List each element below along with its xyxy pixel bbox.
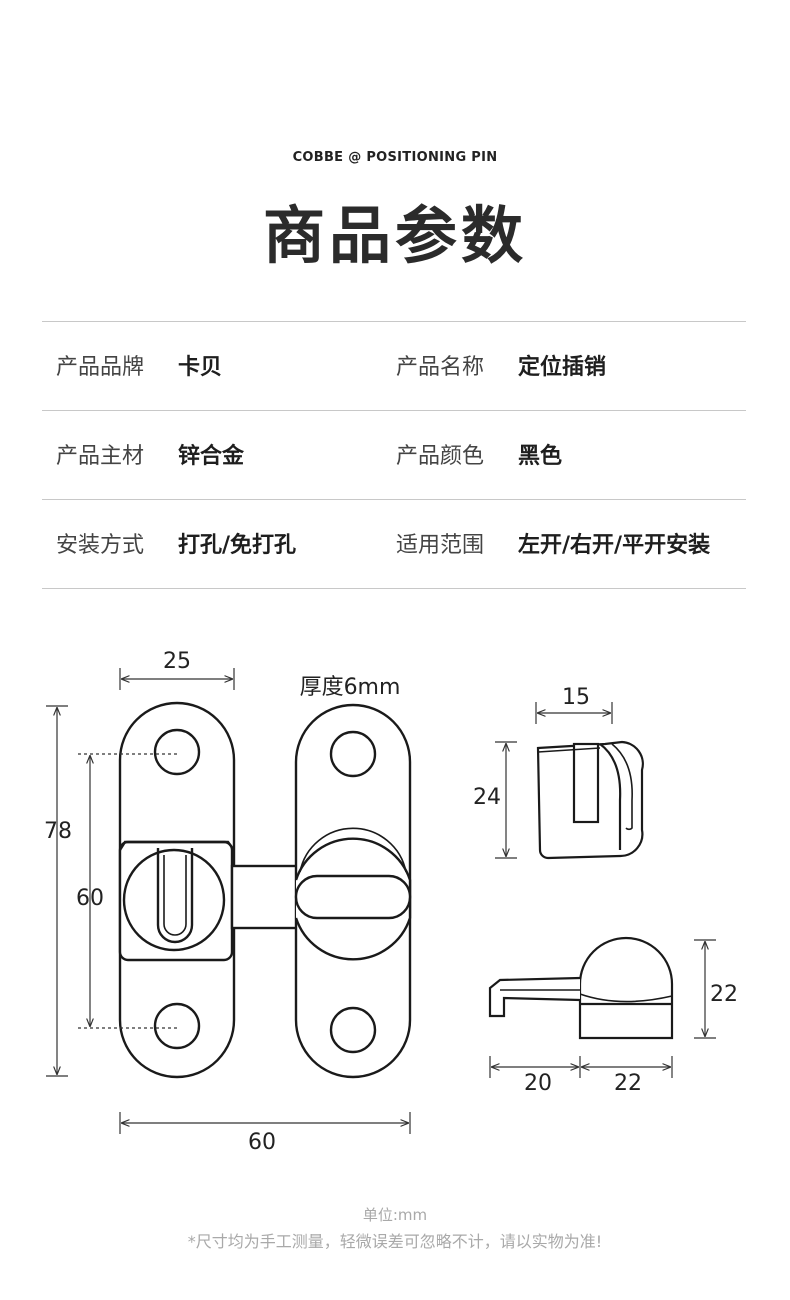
spec-label: 产品颜色 [396, 444, 485, 469]
spec-value: 定位插销 [518, 355, 607, 380]
dim-thickness: 厚度6mm [300, 675, 401, 700]
spec-label: 产品品牌 [56, 355, 145, 380]
bolt-bar [230, 864, 304, 930]
spec-value: 锌合金 [178, 444, 245, 469]
dim-height-total: 78 [44, 819, 72, 844]
measurement-note: *尺寸均为手工测量，轻微误差可忽略不计，请以实物为准! [187, 1232, 603, 1251]
spec-table: 产品品牌 卡贝 产品名称 定位插销 产品主材 锌合金 产品颜色 黑色 安装方式 … [42, 321, 746, 589]
spec-value: 卡贝 [178, 355, 223, 380]
bolt-profile-view [488, 936, 674, 1040]
brand-subtitle: COBBE @ POSITIONING PIN [292, 150, 498, 165]
spec-row: 产品品牌 卡贝 产品名称 定位插销 [42, 321, 746, 410]
spec-label: 适用范围 [396, 533, 485, 558]
front-dimensions [46, 668, 411, 1134]
page-title: 商品参数 [262, 199, 527, 272]
right-plate [294, 703, 412, 1079]
spec-value: 左开/右开/平开安装 [518, 533, 711, 558]
spec-label: 安装方式 [56, 533, 145, 558]
dim-width-total: 60 [248, 1130, 276, 1155]
side-dimensions [495, 702, 613, 859]
spec-label: 产品名称 [396, 355, 485, 380]
dim-bolt-height: 22 [710, 982, 738, 1007]
left-plate [118, 701, 236, 1079]
spec-row: 安装方式 打孔/免打孔 适用范围 左开/右开/平开安装 [42, 499, 746, 589]
spec-value: 打孔/免打孔 [178, 533, 297, 558]
dim-bolt-arm: 20 [524, 1071, 552, 1096]
dim-bolt-head: 22 [614, 1071, 642, 1096]
dim-side-height: 24 [473, 785, 501, 810]
dim-hole-spacing: 60 [76, 886, 104, 911]
dim-width-top: 25 [163, 649, 191, 674]
bolt-dimensions [489, 939, 716, 1078]
spec-label: 产品主材 [56, 444, 145, 469]
spec-row: 产品主材 锌合金 产品颜色 黑色 [42, 410, 746, 499]
side-view [536, 740, 644, 860]
spec-value: 黑色 [518, 444, 563, 469]
unit-label: 单位:mm [362, 1206, 428, 1224]
dim-side-width: 15 [562, 685, 590, 710]
